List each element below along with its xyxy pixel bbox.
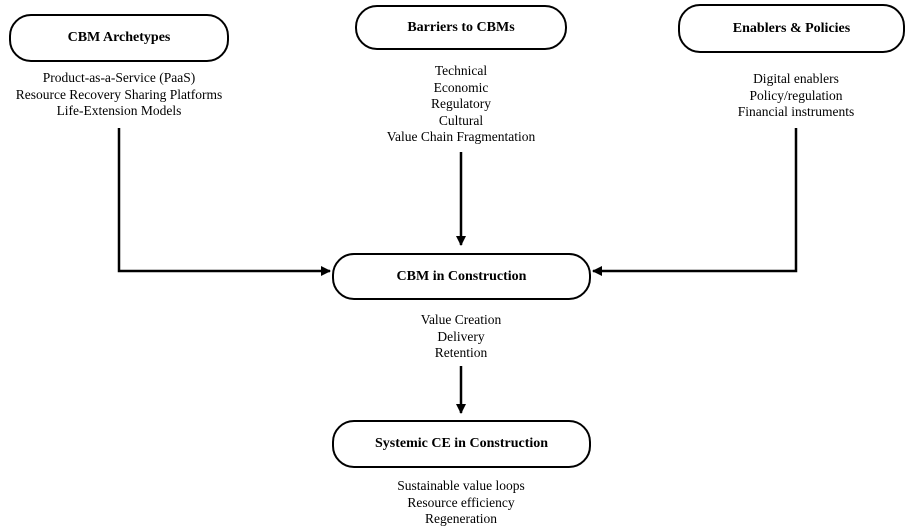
cbm-construction-node: CBM in Construction: [332, 253, 591, 300]
list-item: Product-as-a-Service (PaaS): [42, 70, 196, 85]
list-item: Value Chain Fragmentation: [386, 129, 536, 144]
list-item: Digital enablers: [753, 71, 839, 86]
list-item: Life-Extension Models: [56, 103, 182, 118]
list-item: Economic: [433, 79, 489, 95]
list-item: Cultural: [438, 112, 484, 128]
cbm-construction-items: Value Creation Delivery Retention: [381, 312, 541, 362]
systemic-ce-node: Systemic CE in Construction: [332, 420, 591, 468]
list-item: Sustainable value loops: [397, 478, 525, 493]
cbm-construction-title: CBM in Construction: [396, 268, 527, 284]
systemic-ce-items: Sustainable value loops Resource efficie…: [371, 478, 551, 528]
barriers-title: Barriers to CBMs: [407, 19, 515, 35]
enablers-node: Enablers & Policies: [678, 4, 905, 53]
arrow-archetypes-to-cbm: [117, 128, 331, 276]
list-item: Resource efficiency: [407, 494, 515, 510]
cbm-archetypes-node: CBM Archetypes: [9, 14, 229, 62]
list-item: Regulatory: [431, 96, 491, 111]
list-item: Delivery: [437, 328, 485, 344]
barriers-items: Technical Economic Regulatory Cultural V…: [351, 63, 571, 146]
cbm-archetypes-title: CBM Archetypes: [67, 30, 171, 45]
enablers-items: Digital enablers Policy/regulation Finan…: [708, 71, 884, 121]
enablers-title: Enablers & Policies: [732, 20, 851, 36]
systemic-ce-title: Systemic CE in Construction: [374, 436, 549, 451]
list-item: Retention: [434, 345, 488, 360]
arrow-enablers-to-cbm: [592, 128, 798, 276]
list-item: Value Creation: [420, 312, 502, 327]
list-item: Policy/regulation: [749, 87, 843, 103]
list-item: Regeneration: [425, 511, 497, 526]
list-item: Technical: [434, 63, 488, 78]
cbm-archetypes-items: Product-as-a-Service (PaaS) Resource Rec…: [0, 70, 238, 120]
list-item: Financial instruments: [737, 104, 855, 119]
list-item: Resource Recovery Sharing Platforms: [15, 86, 223, 102]
barriers-node: Barriers to CBMs: [355, 5, 567, 50]
